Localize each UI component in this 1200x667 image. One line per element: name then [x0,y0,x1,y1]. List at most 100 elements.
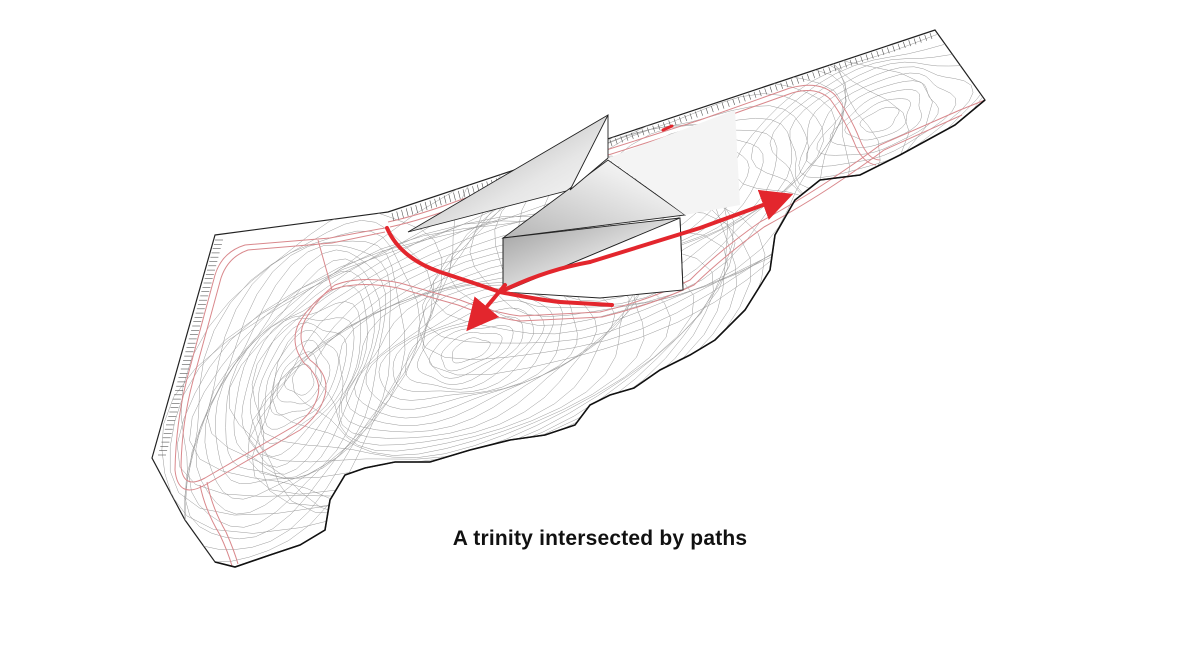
hatch-line [673,118,677,125]
hatch-line [759,90,762,97]
wall-edge-right [679,217,684,291]
contour-line [225,271,375,479]
contour-line [183,220,433,550]
hatch-line [908,40,911,47]
primary-path-curve [385,226,614,307]
primary-path-arrow-east [588,189,794,264]
hatch-line [711,106,714,113]
contour-line [440,332,503,372]
primary-path-arrow-southwest [466,283,507,332]
contour-line [258,322,347,444]
hatch-line [849,59,853,66]
hatch-line [748,93,751,100]
hatch-line [855,57,858,65]
hatch-line [401,209,404,218]
hatch-line [903,41,906,48]
secondary-paths [174,84,986,567]
hatch-line [785,81,789,88]
contour-line [816,80,939,156]
diagram-caption: A trinity intersected by paths [452,527,748,550]
hatch-line [700,109,703,116]
secondary-path-north-inner [389,90,877,228]
secondary-path-south-branch [199,484,233,567]
contour-line [859,107,900,133]
hatch-line [641,129,645,136]
hatch-line [844,61,847,68]
hatch-line [913,38,917,45]
contour-line [844,98,911,141]
hatch-line [657,123,661,130]
hatch-line [439,197,442,206]
contour-line [452,337,491,364]
hatch-line [764,88,767,95]
hatch-line [791,79,794,86]
hatch-line [448,194,452,203]
contour-line [195,244,391,515]
hatch-line [833,65,837,72]
hatch-line [636,131,639,138]
primary-path-north-stub [661,124,674,132]
hatch-line [424,201,428,211]
hatch-line [443,195,447,204]
hatch-line [615,138,618,145]
contour-line [269,339,331,416]
hatch-line [865,54,869,61]
hatch-line [420,203,423,212]
contour-line [284,364,315,396]
hatch-line [737,97,741,104]
secondary-path-spur [317,239,333,291]
hatch-line [823,68,826,75]
hatch-line [775,84,778,91]
contour-line [188,240,406,528]
secondary-path-south-branch-inner [206,481,239,565]
contour-line [184,230,421,540]
hatch-line [924,34,927,41]
hatch-line [828,66,831,73]
contour-line [806,72,957,167]
contour-line [241,301,361,468]
contour-line [215,258,382,484]
site-boundary [151,29,986,568]
hatch-line [663,122,666,129]
hatch-line [716,104,719,111]
hatch-line [462,189,466,198]
hatch-line [860,56,863,63]
contour-line [204,249,387,500]
hatch-line [705,107,709,114]
hatch-line [807,73,810,81]
hatch-line [396,211,399,220]
contour-line [798,66,974,179]
hatch-line [780,82,783,89]
hatch-line [801,75,805,82]
wall-center-light [569,114,609,191]
hatch-line [839,63,842,70]
hatch-line [467,187,470,196]
hatch-line [919,36,922,43]
contour-line [264,330,339,430]
hatch-line [753,91,757,98]
hatch-line [897,43,901,50]
hatch-line [881,48,885,56]
hatch-line [743,95,746,102]
primary-path-crossing [498,260,592,294]
hatch-line [405,208,409,217]
wall-east-plane [608,110,740,215]
contour-line [249,317,355,458]
hatch-line [684,114,687,122]
hatch-line [689,113,693,120]
site-south-edge [214,99,986,568]
hatch-line [796,77,799,84]
contour-line [233,285,368,475]
hatch-line [609,139,613,147]
secondary-path-north [387,84,881,223]
contour-line [829,89,922,148]
hatch-line [721,102,725,109]
hatch-line [429,200,433,209]
hatch-line [695,111,698,118]
hatch-line [732,98,735,106]
hatch-line [652,125,655,132]
hatch-line [631,132,634,139]
hatch-line [647,127,650,134]
hatch-line [817,70,821,77]
